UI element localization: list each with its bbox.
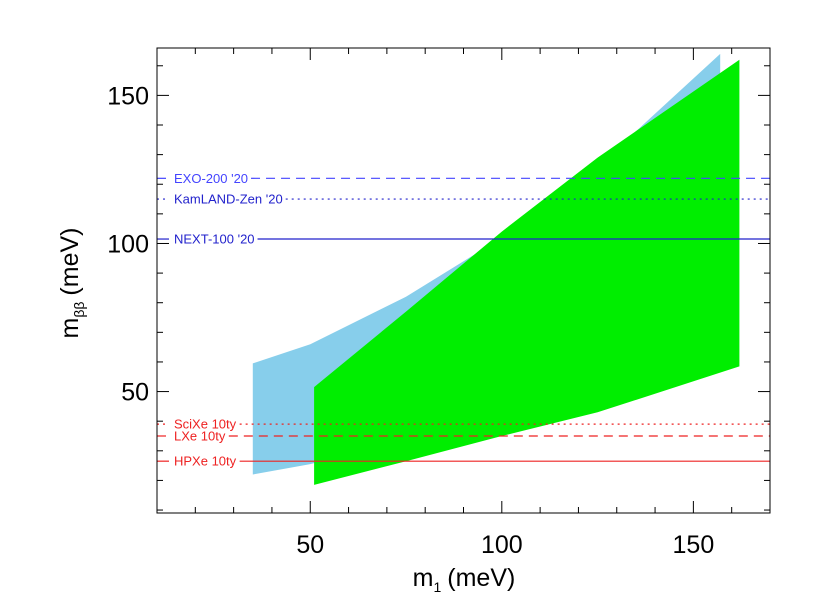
reference-line-label-3: NEXT-100 '20 (174, 232, 255, 247)
reference-line-label-5: LXe 10ty (174, 428, 226, 443)
reference-line-label-2: KamLAND-Zen '20 (174, 192, 283, 207)
x-axis-title-unit: (meV) (447, 564, 515, 592)
x-tick-label: 100 (481, 531, 523, 559)
y-tick-label: 50 (121, 379, 149, 407)
x-axis-title-main: m (413, 564, 434, 592)
x-axis-title: m1 (meV) (413, 564, 516, 595)
plot-frame (156, 47, 771, 514)
y-axis-title-main: m (56, 318, 84, 339)
x-tick-label: 50 (296, 531, 324, 559)
tick-labels-layer: 50 100 150 50 100 150 (107, 82, 714, 559)
y-tick-label: 100 (107, 230, 149, 258)
band-2 (314, 59, 740, 485)
reference-line-label-6: HPXe 10ty (174, 454, 237, 469)
y-tick-label: 150 (107, 82, 149, 110)
y-axis-title-sub: ββ (71, 302, 87, 318)
reference-line-label-1: EXO-200 '20 (174, 171, 248, 186)
ticks-layer (157, 48, 770, 513)
reference-line-label-4: SciXe 10ty (174, 417, 237, 432)
y-axis-title: mββ (meV) (56, 228, 87, 339)
x-tick-label: 150 (673, 531, 715, 559)
x-axis-title-sub: 1 (433, 579, 441, 595)
y-axis-title-unit: (meV) (56, 228, 84, 296)
bands-layer (252, 53, 740, 485)
